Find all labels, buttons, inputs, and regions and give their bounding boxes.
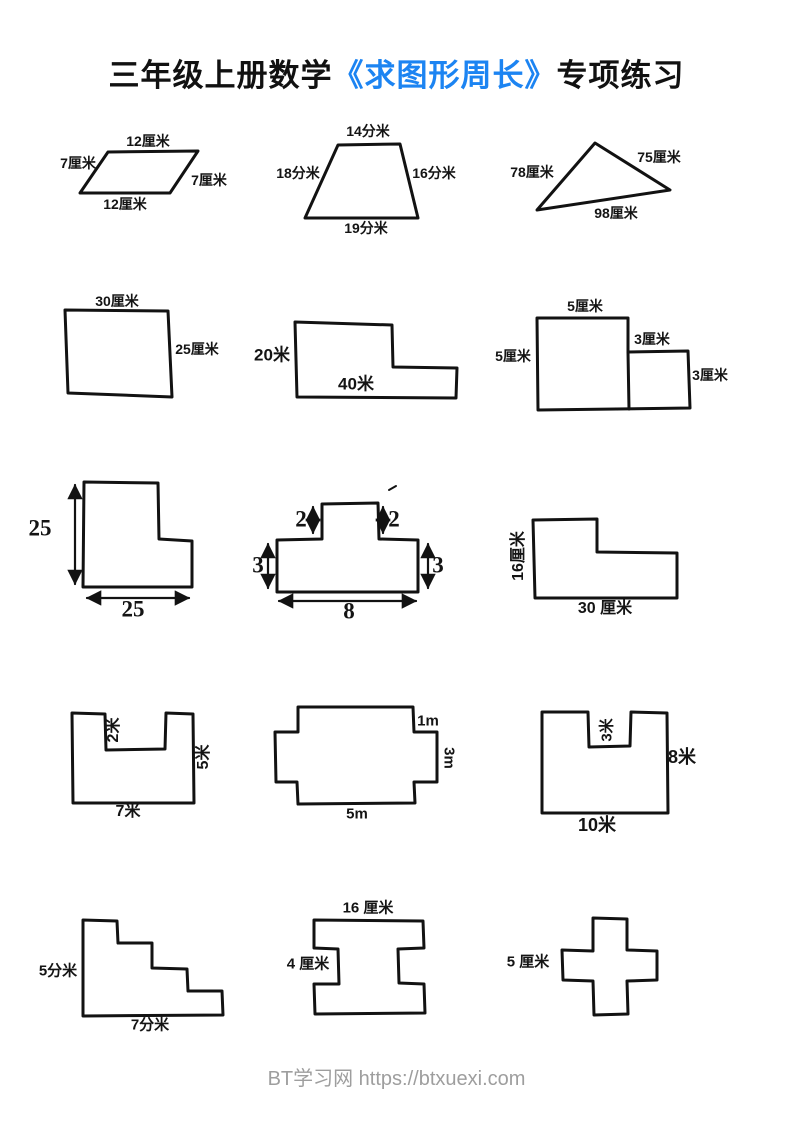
dim-label: 20米 bbox=[254, 345, 290, 365]
dim-label: 98厘米 bbox=[594, 205, 638, 221]
dim-label: 7米 bbox=[115, 803, 141, 820]
dim-label: 4 厘米 bbox=[286, 955, 330, 973]
dim-label: 3 bbox=[432, 552, 444, 578]
site-footer: BT学习网 https://btxuexi.com bbox=[267, 1068, 526, 1090]
staircase-shape bbox=[81, 918, 225, 1018]
dim-label: 10米 bbox=[577, 815, 617, 835]
dim-label: 30 厘米 bbox=[577, 600, 633, 617]
t-shape bbox=[275, 501, 420, 594]
dim-label: 5米 bbox=[195, 744, 212, 770]
dim-label: 14分米 bbox=[346, 123, 390, 139]
dim-label: 8 bbox=[343, 598, 355, 624]
u-shape-left bbox=[70, 711, 196, 805]
dim-label: 7分米 bbox=[130, 1016, 170, 1034]
dim-label: 12厘米 bbox=[126, 133, 170, 149]
dim-label: 12厘米 bbox=[103, 196, 147, 212]
dim-label: 7厘米 bbox=[60, 155, 96, 171]
dim-label: 16厘米 bbox=[510, 531, 527, 581]
dim-label: 8米 bbox=[667, 747, 697, 767]
dim-label: 7厘米 bbox=[191, 172, 227, 188]
page-title: 三年级上册数学《求图形周长》专项练习 bbox=[0, 50, 793, 95]
dim-label: 18分米 bbox=[276, 165, 320, 181]
rectangle-shape bbox=[63, 308, 174, 399]
dim-label: 25厘米 bbox=[175, 341, 219, 357]
u-shape-right bbox=[540, 710, 670, 815]
parallelogram-shape bbox=[78, 149, 200, 195]
dim-label: 5m bbox=[346, 805, 368, 823]
dim-label: 3厘米 bbox=[634, 331, 670, 347]
dim-label: 5 厘米 bbox=[506, 953, 550, 971]
dim-label: 3m bbox=[440, 747, 458, 769]
dim-label: 30厘米 bbox=[95, 293, 139, 309]
cross-rectangle-shape bbox=[273, 705, 439, 806]
two-squares-shape bbox=[535, 316, 692, 412]
dim-label: 1m bbox=[417, 712, 439, 730]
dim-label: 2 bbox=[295, 506, 307, 532]
dim-label: 16 厘米 bbox=[342, 899, 394, 917]
dim-label: 75厘米 bbox=[637, 149, 681, 165]
l-shape-arrows-shape bbox=[81, 480, 194, 589]
dim-label: 25 bbox=[28, 515, 52, 541]
title-prefix: 三年级上册数学 bbox=[108, 58, 333, 93]
dim-label: 78厘米 bbox=[510, 164, 554, 180]
title-highlight: 《求图形周长》 bbox=[332, 58, 557, 93]
title-suffix: 专项练习 bbox=[556, 58, 685, 93]
dim-label: 3厘米 bbox=[692, 367, 728, 383]
i-beam-shape bbox=[312, 918, 427, 1016]
two-squares-divider bbox=[626, 350, 631, 411]
dim-label: 5厘米 bbox=[567, 298, 603, 314]
dim-label: 2米 bbox=[105, 717, 122, 743]
dim-label: 40米 bbox=[338, 374, 374, 394]
dim-label: 5厘米 bbox=[495, 348, 531, 364]
dim-label: 2 bbox=[388, 506, 400, 532]
dim-label: 3 bbox=[252, 552, 264, 578]
dim-label: 16分米 bbox=[412, 165, 456, 181]
l-shape bbox=[531, 517, 679, 600]
plus-cross-shape bbox=[560, 916, 659, 1017]
pen-mark bbox=[388, 485, 397, 491]
l-step-shape bbox=[293, 320, 459, 400]
dim-label: 5分米 bbox=[38, 962, 78, 980]
triangle-shape bbox=[535, 141, 672, 212]
dim-label: 3米 bbox=[598, 718, 616, 742]
trapezoid-shape bbox=[303, 142, 420, 220]
dim-label: 19分米 bbox=[344, 220, 388, 236]
dim-label: 25 bbox=[121, 596, 145, 622]
